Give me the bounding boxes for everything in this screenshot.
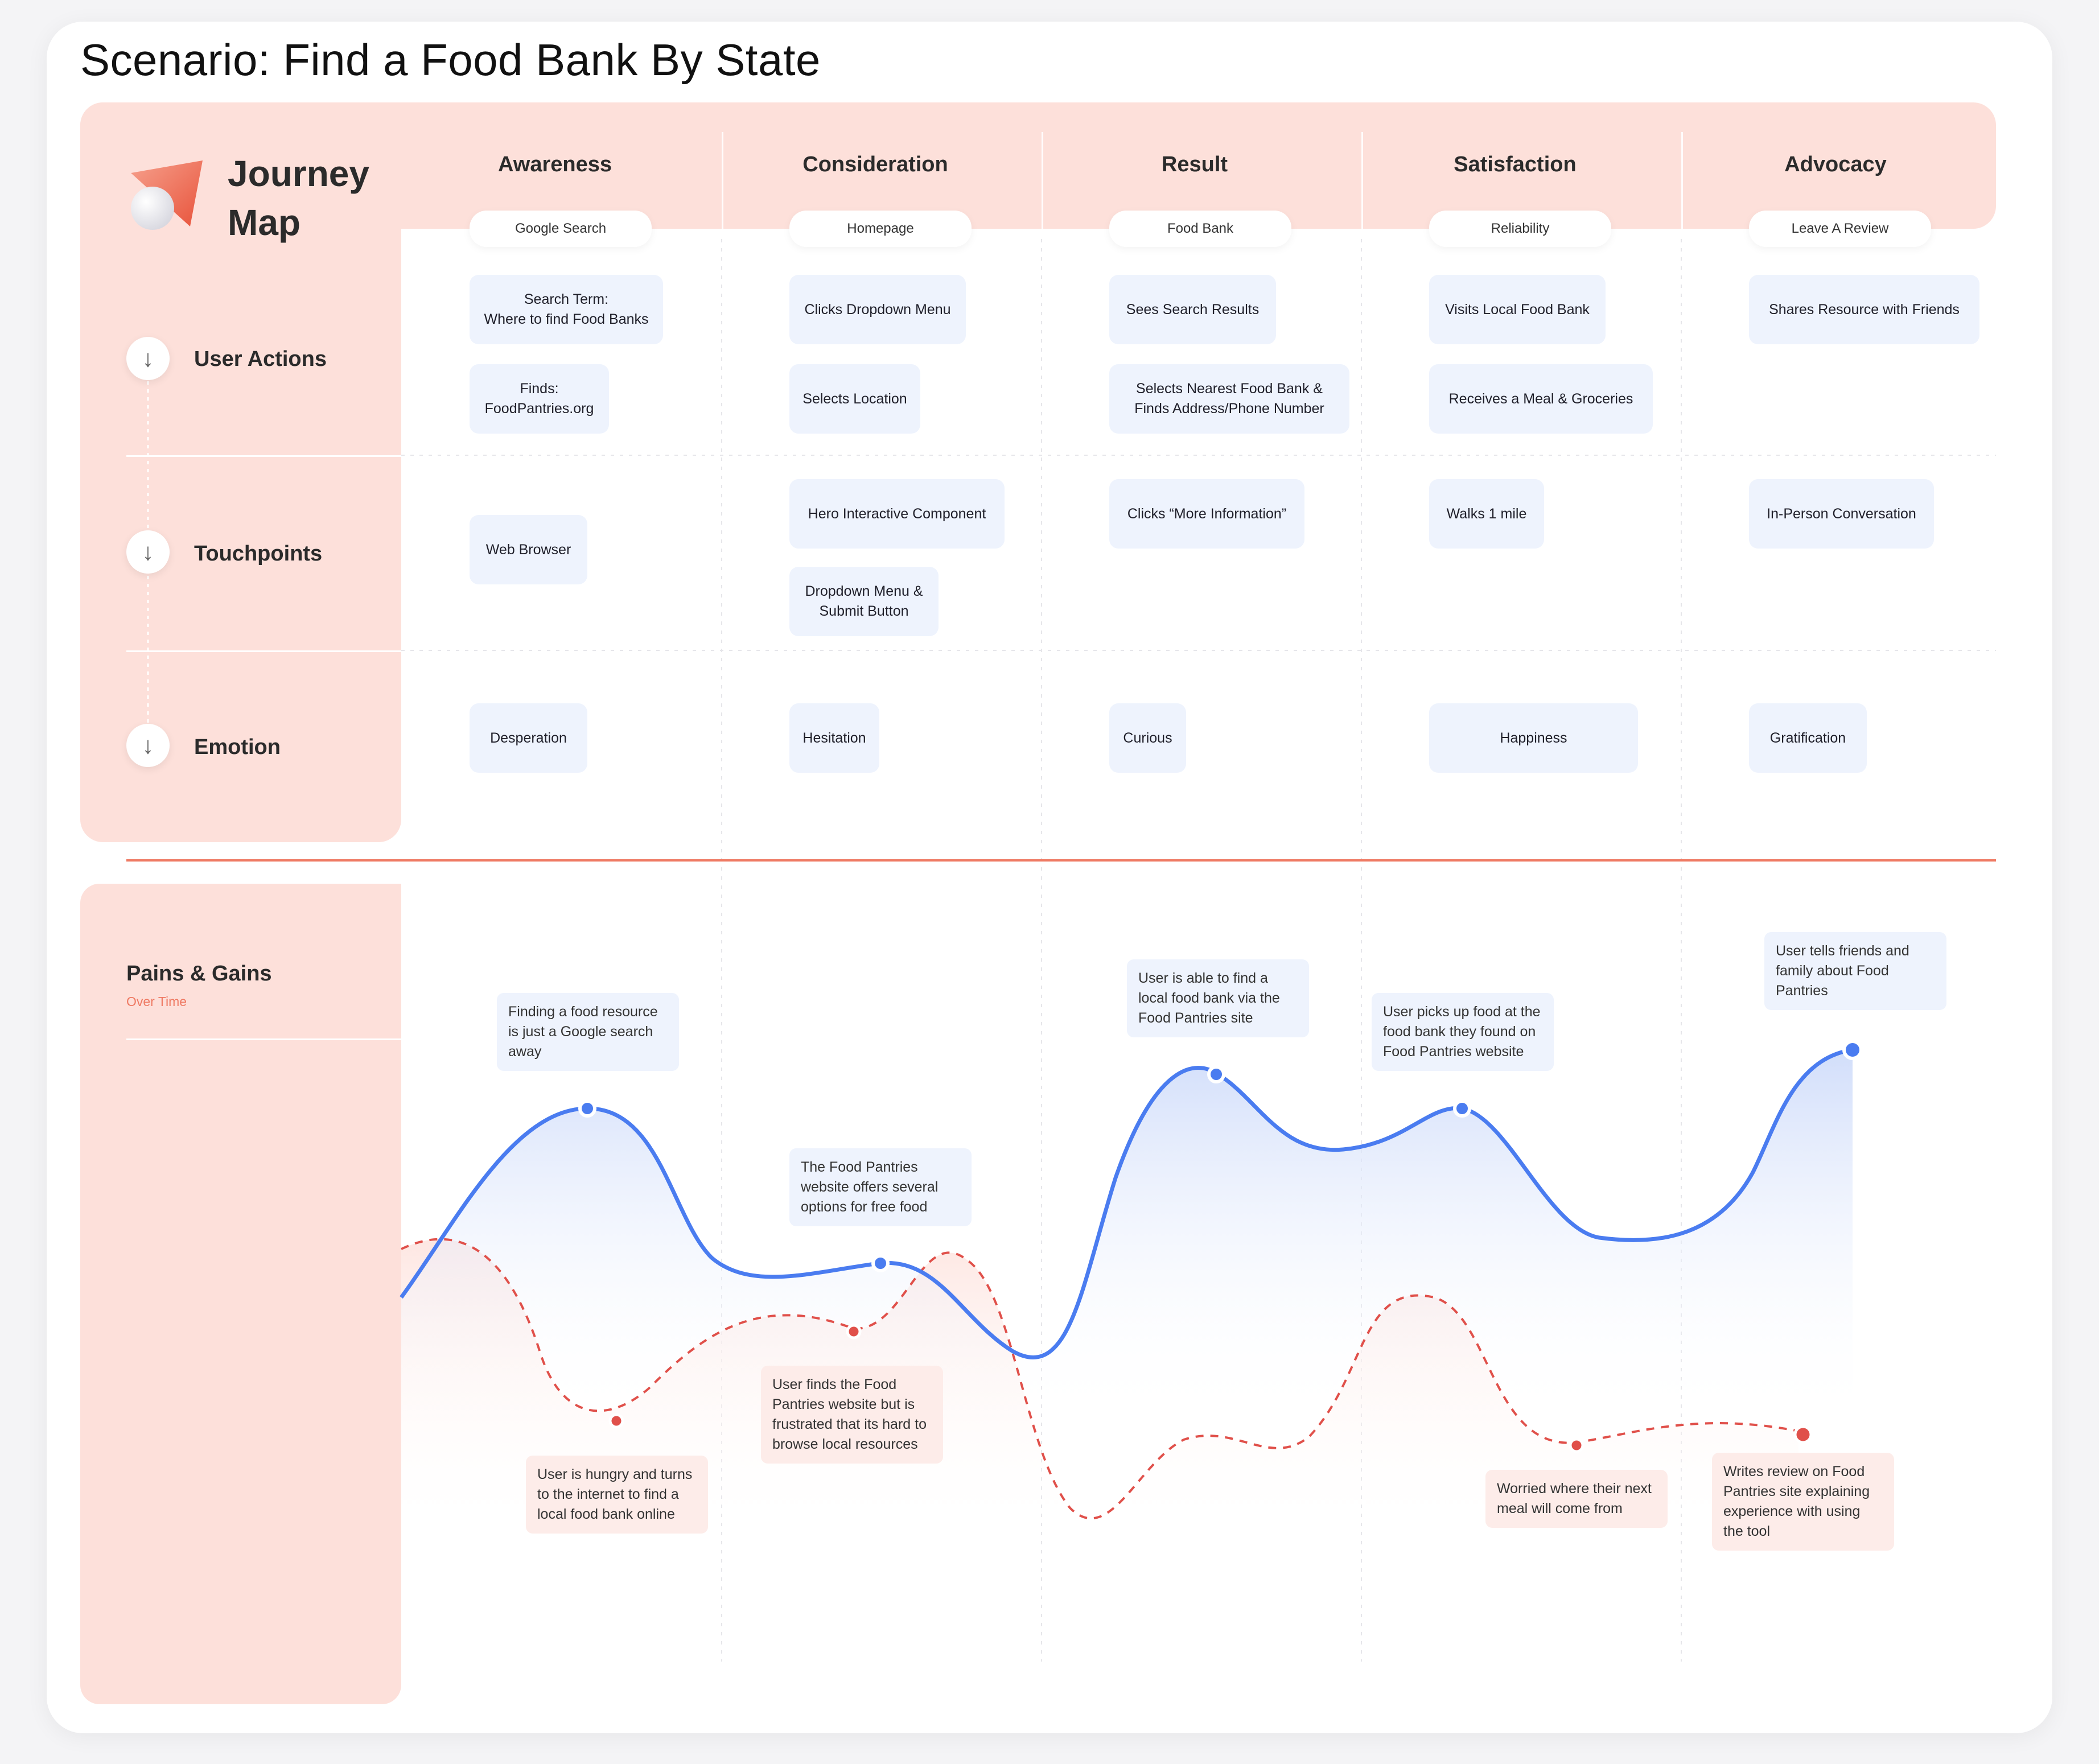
pain-note-1: User is hungry and turns to the internet… xyxy=(526,1456,708,1534)
touchpoint-consideration-1: Hero Interactive Component xyxy=(789,479,1005,549)
page-title: Scenario: Find a Food Bank By State xyxy=(80,35,821,85)
pain-point-2 xyxy=(846,1324,862,1340)
user-action-awareness-1: Search Term: Where to find Food Banks xyxy=(470,275,663,344)
gain-note-2: The Food Pantries website offers several… xyxy=(789,1148,972,1226)
pain-note-2: User finds the Food Pantries website but… xyxy=(761,1366,943,1464)
emotion-awareness: Desperation xyxy=(470,703,587,773)
user-action-result-2: Selects Nearest Food Bank & Finds Addres… xyxy=(1109,364,1349,434)
stage-awareness-title: Awareness xyxy=(498,153,612,176)
pains-gains-subtitle: Over Time xyxy=(126,994,187,1009)
row-label-touchpoints: Touchpoints xyxy=(194,542,323,566)
stage-pill-satisfaction: Reliability xyxy=(1429,211,1611,247)
pain-point-3 xyxy=(1569,1437,1584,1453)
user-action-satisfaction-1: Visits Local Food Bank xyxy=(1429,275,1606,344)
emotion-advocacy: Gratification xyxy=(1749,703,1867,773)
gain-line xyxy=(400,1048,1853,1359)
stage-pill-result: Food Bank xyxy=(1109,211,1291,247)
gain-point-1 xyxy=(578,1099,596,1118)
pain-point-4 xyxy=(1793,1425,1813,1444)
row-label-user-actions: User Actions xyxy=(194,347,327,371)
touchpoint-satisfaction-1: Walks 1 mile xyxy=(1429,479,1544,549)
pain-points xyxy=(608,1324,1813,1453)
section-divider xyxy=(126,859,1996,862)
user-actions-arrow-icon: ↓ xyxy=(126,337,170,380)
row-separator xyxy=(126,650,401,652)
touchpoint-awareness-1: Web Browser xyxy=(470,515,587,584)
row-separator xyxy=(126,455,401,457)
touchpoint-consideration-2: Dropdown Menu & Submit Button xyxy=(789,567,939,636)
stage-consideration-title: Consideration xyxy=(802,153,948,176)
logo-text-map: Map xyxy=(228,202,301,243)
touchpoint-result-1: Clicks “More Information” xyxy=(1109,479,1304,549)
logo-text-journey: Journey xyxy=(228,153,369,194)
emotion-satisfaction: Happiness xyxy=(1429,703,1638,773)
stage-pill-consideration: Homepage xyxy=(789,211,972,247)
gain-points xyxy=(578,1040,1863,1272)
gain-point-5 xyxy=(1842,1040,1863,1060)
stage-pill-advocacy: Leave A Review xyxy=(1749,211,1931,247)
emotion-result: Curious xyxy=(1109,703,1186,773)
stage-separator xyxy=(1361,132,1363,229)
user-action-result-1: Sees Search Results xyxy=(1109,275,1276,344)
gain-note-5: User tells friends and family about Food… xyxy=(1764,932,1946,1010)
touchpoint-advocacy-1: In-Person Conversation xyxy=(1749,479,1934,549)
pain-note-3: Worried where their next meal will come … xyxy=(1485,1470,1668,1528)
gain-point-4 xyxy=(1453,1099,1471,1118)
pains-gains-title: Pains & Gains xyxy=(126,962,272,986)
emotion-consideration: Hesitation xyxy=(789,703,879,773)
stage-result-title: Result xyxy=(1161,153,1228,176)
gain-point-2 xyxy=(871,1254,890,1272)
emotion-arrow-icon: ↓ xyxy=(126,724,170,767)
user-action-satisfaction-2: Receives a Meal & Groceries xyxy=(1429,364,1653,434)
stage-separator xyxy=(1042,132,1043,229)
row-label-emotion: Emotion xyxy=(194,735,281,759)
gain-note-4: User picks up food at the food bank they… xyxy=(1372,993,1554,1071)
gain-note-1: Finding a food resource is just a Google… xyxy=(497,993,679,1071)
stage-pill-awareness: Google Search xyxy=(470,211,652,247)
user-action-awareness-2: Finds: FoodPantries.org xyxy=(470,364,609,434)
touchpoints-arrow-icon: ↓ xyxy=(126,530,170,574)
pain-point-1 xyxy=(608,1413,624,1429)
gain-point-3 xyxy=(1207,1065,1225,1083)
gain-note-3: User is able to find a local food bank v… xyxy=(1127,959,1309,1037)
gain-area xyxy=(401,1050,1853,1423)
pains-gains-column xyxy=(80,884,401,1704)
stage-advocacy-title: Advocacy xyxy=(1784,153,1887,176)
stage-satisfaction-title: Satisfaction xyxy=(1454,153,1577,176)
stage-separator xyxy=(1681,132,1683,229)
user-action-consideration-2: Selects Location xyxy=(789,364,920,434)
pain-line xyxy=(401,1238,1799,1520)
journey-map-logo-icon xyxy=(126,159,206,239)
row-label-column xyxy=(80,102,401,842)
stage-separator xyxy=(722,132,723,229)
user-action-consideration-1: Clicks Dropdown Menu xyxy=(789,275,966,344)
user-action-advocacy-1: Shares Resource with Friends xyxy=(1749,275,1979,344)
pain-note-4: Writes review on Food Pantries site expl… xyxy=(1712,1453,1894,1551)
pains-gains-separator xyxy=(126,1038,401,1040)
